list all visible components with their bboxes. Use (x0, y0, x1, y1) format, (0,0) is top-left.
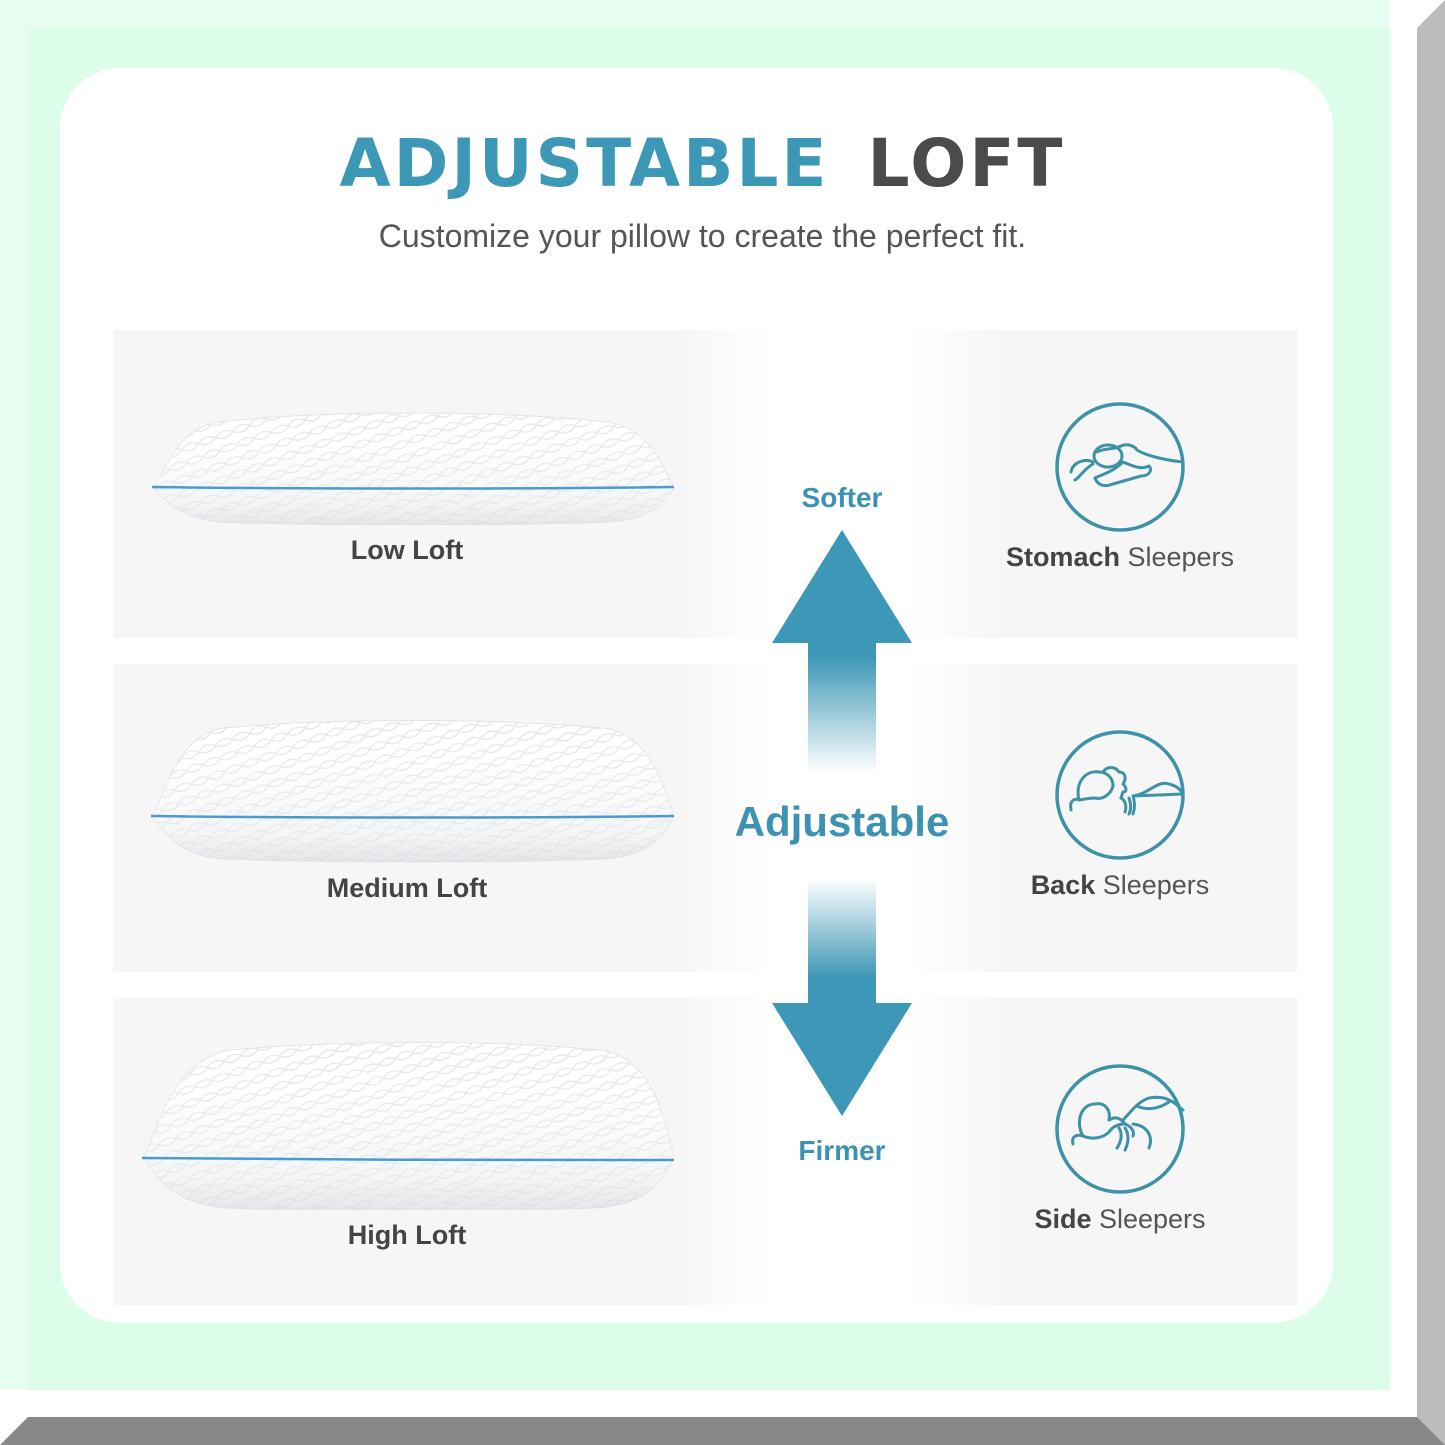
sleeper-type-stomach: Stomach Sleepers (980, 400, 1260, 573)
scale-label-adjustable: Adjustable (734, 798, 950, 845)
side-sleeper-icon (1055, 1064, 1185, 1194)
pillow-image-low (148, 410, 678, 525)
arrow-down-icon (770, 878, 915, 1123)
sleeper-label-back: Back Sleepers (1030, 870, 1210, 900)
sleeper-type-back: Back Sleepers (980, 728, 1260, 901)
title-accent: ADJUSTABLE (339, 125, 830, 202)
pillow-label-medium: Medium Loft (326, 873, 488, 903)
pillow-image-medium (148, 718, 678, 863)
arrow-up-icon (770, 528, 915, 778)
page-subtitle: Customize your pillow to create the perf… (378, 218, 1027, 254)
pillow-label-high: High Loft (347, 1220, 467, 1250)
pillow-image-high (140, 1040, 680, 1210)
page-title: ADJUSTABLE LOFT (0, 125, 1405, 202)
scale-label-firmer: Firmer (798, 1135, 886, 1166)
back-sleeper-icon (1055, 730, 1185, 860)
title-dark: LOFT (867, 125, 1066, 202)
scale-label-softer: Softer (801, 482, 883, 513)
frame-bevel-bottom (0, 1417, 1445, 1445)
stomach-sleeper-icon (1055, 402, 1185, 532)
sleeper-type-side: Side Sleepers (980, 1062, 1260, 1235)
sleeper-label-stomach: Stomach Sleepers (1005, 542, 1235, 572)
pillow-label-low: Low Loft (350, 535, 464, 565)
frame-bevel-right (1417, 0, 1445, 1445)
sleeper-label-side: Side Sleepers (1034, 1204, 1206, 1234)
